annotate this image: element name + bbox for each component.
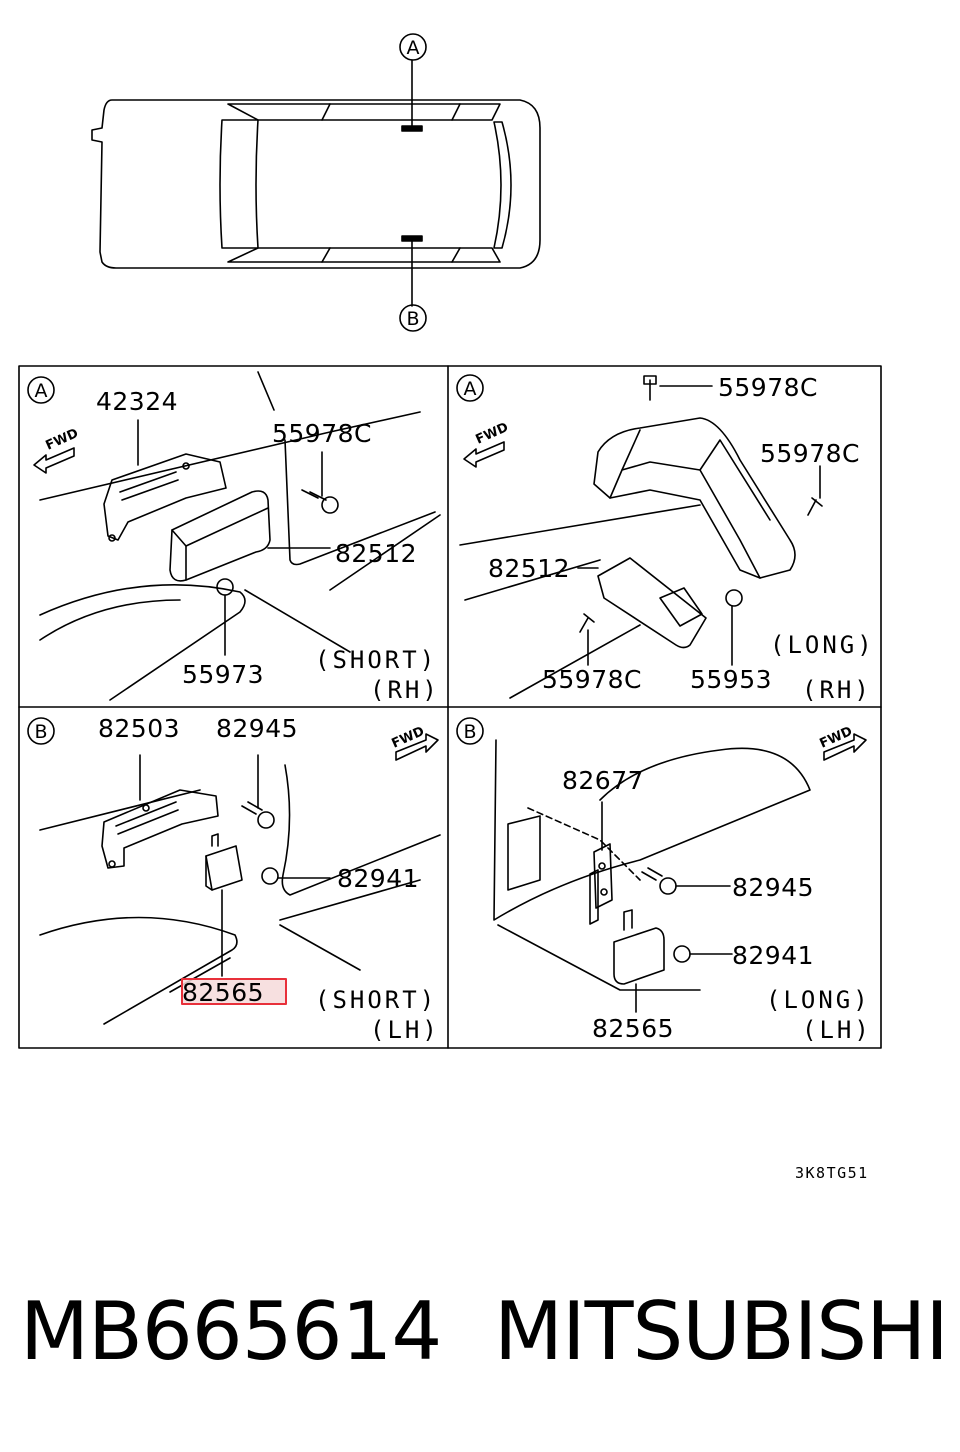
highlight-box [181,978,287,1005]
panel-1-fwd-label: FWD [44,426,81,454]
panel-a-long-rh-drawing [456,374,823,699]
panel-1-label-82512: 82512 [335,539,417,568]
panel-2-label-82512: 82512 [488,554,570,583]
panel-2-label-55978c-top: 55978C [718,373,818,402]
panel-2-label-55978c-bottom: 55978C [542,665,642,694]
panel-4-label-82565: 82565 [592,1014,674,1043]
panel-b-short-lh-drawing [27,717,441,1025]
panel-3-marker: B [34,721,47,743]
panel-2-label-55953: 55953 [690,665,772,694]
panel-1-label-55973: 55973 [182,660,264,689]
panel-1-label-42324: 42324 [96,387,178,416]
panel-3-label-82565-highlighted: 82565 [182,978,264,1007]
panel-4-note-lh: (LH) [802,1016,872,1044]
panel-1-note-rh: (RH) [370,676,440,704]
panel-2-note-rh: (RH) [802,676,872,704]
brand-name: MITSUBISHI [494,1285,949,1378]
panel-4-label-82945: 82945 [732,873,814,902]
parts-diagram: A B A FWD 42324 55978C 82512 55973 (SHOR… [18,33,882,1049]
panel-3-note-short: (SHORT) [315,986,437,1014]
panel-4-marker: B [463,721,476,743]
panel-4-label-82677: 82677 [562,766,644,795]
panel-1-note-short: (SHORT) [315,646,437,674]
panel-2-marker: A [464,378,477,400]
panel-2-label-55978c-right: 55978C [760,439,860,468]
panel-3-label-82945: 82945 [216,714,298,743]
panel-2-fwd-label: FWD [474,420,511,448]
panel-3-label-82941: 82941 [337,864,419,893]
marker-a-circle [399,33,427,61]
panel-3-label-82503: 82503 [98,714,180,743]
panel-2-note-long: (LONG) [770,631,875,659]
panel-1-marker: A [35,380,48,402]
panel-1-label-55978c: 55978C [272,419,372,448]
panel-4-label-82941: 82941 [732,941,814,970]
overview-marker-a: A [407,37,420,59]
part-number: MB665614 [20,1285,442,1378]
panel-a-short-rh-drawing [27,371,441,701]
vehicle-top-view [91,59,541,307]
panel-3-note-lh: (LH) [370,1016,440,1044]
drawing-code: 3K8TG51 [795,1164,869,1182]
panel-grid-frame [18,365,882,1049]
marker-b-circle [399,304,427,332]
overview-marker-b: B [406,308,419,330]
panel-b-long-lh-drawing [456,717,867,1013]
panel-4-note-long: (LONG) [766,986,871,1014]
